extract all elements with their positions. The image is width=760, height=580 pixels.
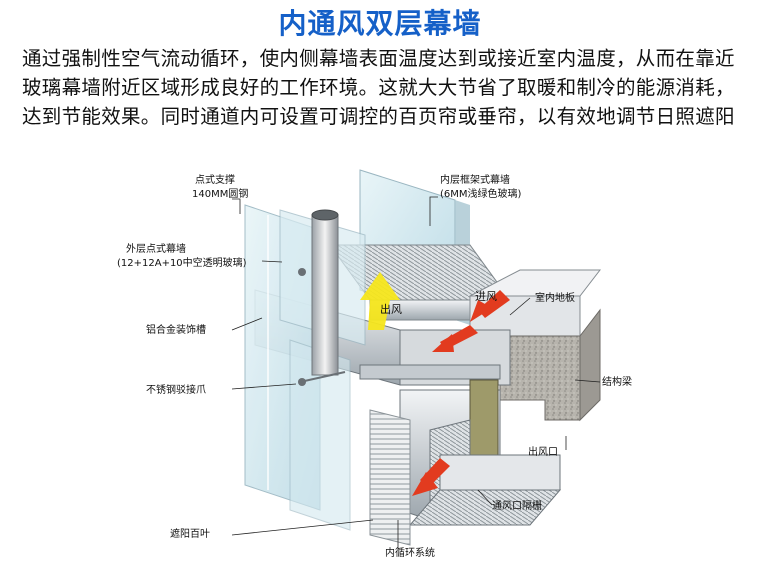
label-inner-frame: 内层框架式幕墙 xyxy=(440,173,510,186)
label-point-support: 点式支撑 xyxy=(195,173,235,186)
page-title: 内通风双层幕墙 xyxy=(278,7,482,40)
inflow-arrow-upper xyxy=(470,290,510,322)
label-indoor-floor: 室内地板 xyxy=(535,291,575,304)
label-structural-beam: 结构梁 xyxy=(602,375,632,388)
lower-air-outlet xyxy=(408,454,562,526)
label-vent-grille: 通风口隔栅 xyxy=(492,499,542,512)
label-out-air: 出风 xyxy=(380,302,402,316)
outer-point-glass xyxy=(244,204,366,531)
label-inner-frame-spec: (6MM浅绿色玻璃) xyxy=(440,187,522,200)
description-paragraph: 通过强制性空气流动循环，使内侧幕墙表面温度达到或接近室内温度，从而在靠近玻璃幕墙… xyxy=(22,47,735,128)
label-in-air: 进风 xyxy=(475,290,497,303)
sunshade-louver xyxy=(369,409,411,546)
label-outer-wall-spec: (12+12A+10中空透明玻璃) xyxy=(117,256,247,269)
label-stainless-claw: 不锈钢驳接爪 xyxy=(146,383,206,396)
label-point-support-spec: 140MM圆钢 xyxy=(192,187,248,200)
label-inner-circulation: 内循环系统 xyxy=(385,546,435,559)
inflow-arrow-lower xyxy=(412,458,450,496)
point-support-pipe xyxy=(311,209,339,376)
label-aluminum-trough: 铝合金装饰槽 xyxy=(146,323,206,336)
stainless-spider-claw xyxy=(298,268,346,386)
leader-lines xyxy=(231,196,601,549)
outflow-arrow xyxy=(360,272,400,330)
label-sunshade-louver: 遮阳百叶 xyxy=(170,527,210,540)
label-outer-wall: 外层点式幕墙 xyxy=(126,242,186,255)
inflow-arrow-middle xyxy=(432,325,478,352)
structural-beam xyxy=(499,308,601,422)
label-air-outlet: 出风口 xyxy=(528,445,558,458)
